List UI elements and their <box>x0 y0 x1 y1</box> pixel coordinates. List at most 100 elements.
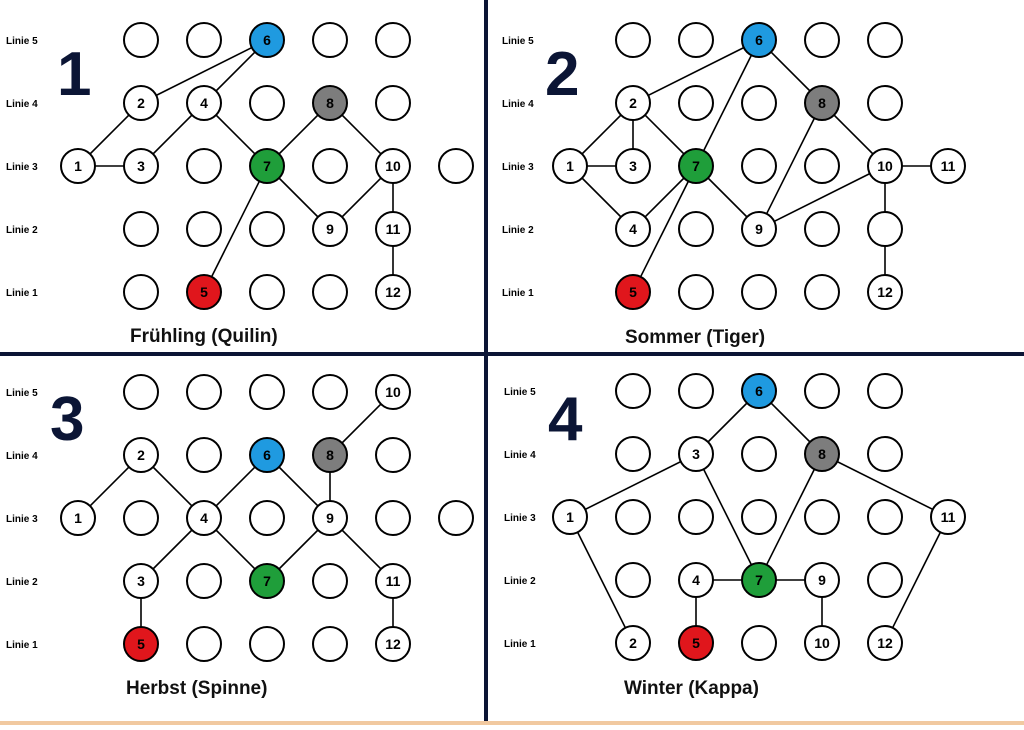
node-7-circle <box>678 148 714 184</box>
node-11-circle <box>930 499 966 535</box>
node-6-circle <box>741 22 777 58</box>
empty-circle <box>867 211 903 247</box>
node-9-label: 9 <box>818 572 826 588</box>
empty-circle <box>615 22 651 58</box>
node-2-circle <box>615 625 651 661</box>
node-12-label: 12 <box>877 635 893 651</box>
node-10-circle <box>375 374 411 410</box>
empty-circle <box>615 436 651 472</box>
node-7-label: 7 <box>755 572 763 588</box>
node-12-circle <box>375 626 411 662</box>
node-5-label: 5 <box>629 284 637 300</box>
empty-circle <box>804 148 840 184</box>
node-7-label: 7 <box>263 573 271 589</box>
node-1-circle <box>552 499 588 535</box>
node-5-label: 5 <box>200 284 208 300</box>
node-1-label: 1 <box>74 158 82 174</box>
node-10-circle <box>375 148 411 184</box>
empty-circle <box>312 563 348 599</box>
node-7-circle <box>249 563 285 599</box>
node-8-circle <box>804 85 840 121</box>
node-4-label: 4 <box>200 95 208 111</box>
edge-9-10 <box>758 165 886 230</box>
line-label: Linie 3 <box>6 514 38 525</box>
panel-number: 3 <box>50 385 84 454</box>
node-11-label: 11 <box>941 158 956 174</box>
node-4-label: 4 <box>200 510 208 526</box>
node-6-circle <box>741 373 777 409</box>
empty-circle <box>438 500 474 536</box>
line-label: Linie 5 <box>502 36 534 47</box>
empty-circle <box>249 626 285 662</box>
node-5-circle <box>615 274 651 310</box>
edge-7-5 <box>632 165 697 293</box>
node-8-label: 8 <box>326 447 334 463</box>
line-label: Linie 2 <box>6 225 38 236</box>
node-5-label: 5 <box>692 635 700 651</box>
node-12-label: 12 <box>385 636 401 652</box>
node-3-label: 3 <box>692 446 700 462</box>
empty-circle <box>375 500 411 536</box>
empty-circle <box>804 373 840 409</box>
node-11-label: 11 <box>941 509 956 525</box>
edge-7-6 <box>695 39 760 167</box>
panel-number: 4 <box>548 385 583 454</box>
node-2-circle <box>615 85 651 121</box>
node-10-label: 10 <box>385 384 401 400</box>
empty-circle <box>186 148 222 184</box>
node-4-label: 4 <box>692 572 700 588</box>
node-6-circle <box>249 437 285 473</box>
line-label: Linie 2 <box>504 576 536 587</box>
node-4-circle <box>678 562 714 598</box>
empty-circle <box>615 373 651 409</box>
node-9-label: 9 <box>326 221 334 237</box>
node-12-circle <box>867 625 903 661</box>
node-8-circle <box>312 85 348 121</box>
empty-circle <box>123 22 159 58</box>
empty-circle <box>867 499 903 535</box>
edge-2-6 <box>140 39 268 104</box>
empty-circle <box>249 500 285 536</box>
node-12-label: 12 <box>877 284 893 300</box>
node-3-circle <box>678 436 714 472</box>
line-label: Linie 2 <box>502 225 534 236</box>
empty-circle <box>123 500 159 536</box>
node-1-circle <box>60 500 96 536</box>
edge-8-7 <box>758 453 823 581</box>
node-11-circle <box>930 148 966 184</box>
line-label: Linie 4 <box>6 451 38 462</box>
line-label: Linie 5 <box>6 388 38 399</box>
bottom-edge <box>0 721 1024 725</box>
empty-circle <box>678 22 714 58</box>
node-10-circle <box>867 148 903 184</box>
node-2-label: 2 <box>629 95 637 111</box>
node-1-circle <box>60 148 96 184</box>
grid-circles <box>123 374 474 662</box>
panel-number: 1 <box>57 40 91 109</box>
empty-circle <box>249 85 285 121</box>
node-10-label: 10 <box>877 158 893 174</box>
line-label: Linie 1 <box>6 640 38 651</box>
node-8-circle <box>804 436 840 472</box>
empty-circle <box>741 274 777 310</box>
node-12-label: 12 <box>385 284 401 300</box>
node-3-circle <box>615 148 651 184</box>
line-label: Linie 3 <box>502 162 534 173</box>
node-9-circle <box>312 500 348 536</box>
empty-circle <box>186 626 222 662</box>
panel-number: 2 <box>545 40 579 109</box>
node-6-label: 6 <box>263 447 271 463</box>
empty-circle <box>123 211 159 247</box>
node-8-circle <box>312 437 348 473</box>
line-label: Linie 3 <box>6 162 38 173</box>
node-1-label: 1 <box>566 158 574 174</box>
node-9-circle <box>804 562 840 598</box>
empty-circle <box>249 211 285 247</box>
line-label: Linie 3 <box>504 513 536 524</box>
node-5-label: 5 <box>137 636 145 652</box>
node-3-circle <box>123 148 159 184</box>
node-1-label: 1 <box>566 509 574 525</box>
